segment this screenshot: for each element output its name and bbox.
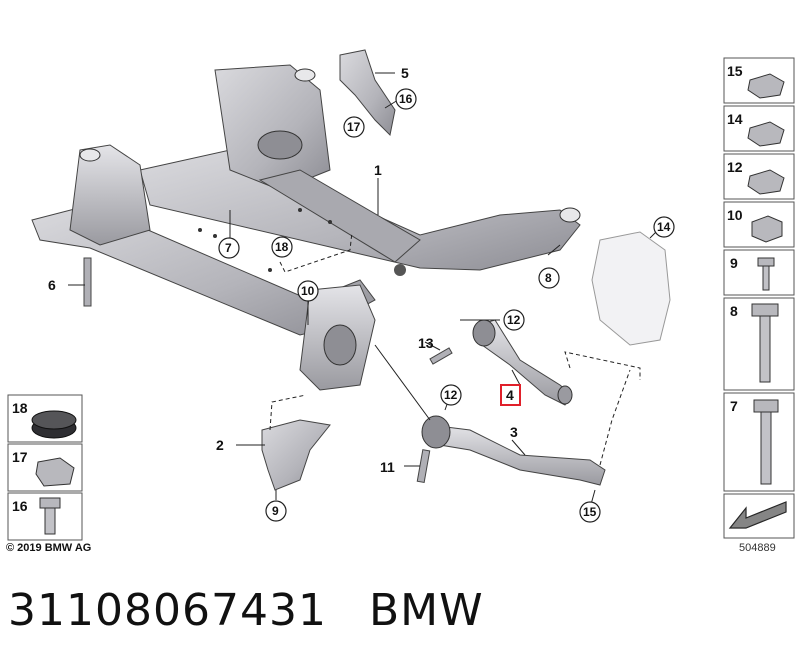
- hardware-label-15: 15: [727, 63, 743, 79]
- control-arm-part-3: [429, 424, 606, 486]
- callout-15: 15: [583, 505, 597, 519]
- shield-part-5: [339, 49, 396, 137]
- callout-3: 3: [510, 424, 518, 440]
- hardware-label-14: 14: [727, 111, 743, 127]
- callout-6: 6: [48, 277, 56, 293]
- part-number: 31108067431: [8, 585, 327, 636]
- callout-10: 10: [301, 284, 315, 298]
- hardware-label-18: 18: [12, 400, 28, 416]
- leader-lines: [68, 72, 661, 509]
- callout-7: 7: [225, 241, 232, 255]
- hardware-label-12: 12: [727, 159, 743, 175]
- callout-13: 13: [418, 335, 434, 351]
- callout-16: 16: [399, 92, 413, 106]
- hardware-label-7: 7: [730, 398, 738, 414]
- circled-callouts: [218, 88, 675, 523]
- hardware-label-9: 9: [730, 255, 738, 271]
- highlight-box-part-4: [500, 384, 521, 406]
- dashed-lines: [269, 231, 641, 466]
- callout-5: 5: [401, 65, 409, 81]
- exploded-parts-diagram: 5 1 6 2 3 4 11 13 16 17 7 18 8 10 14 12 …: [7, 49, 795, 541]
- brand-name: BMW: [368, 585, 484, 636]
- hardware-label-16: 16: [12, 498, 28, 514]
- callout-12-upper: 12: [507, 313, 521, 327]
- callout-18: 18: [275, 240, 289, 254]
- hardware-label-10: 10: [727, 207, 743, 223]
- left-hardware-column: [7, 394, 83, 541]
- knuckle-part-14: [591, 231, 671, 346]
- callout-2: 2: [216, 437, 224, 453]
- callout-14: 14: [657, 220, 671, 234]
- hardware-label-17: 17: [12, 449, 28, 465]
- callout-17: 17: [347, 120, 361, 134]
- diagram-reference-number: 504889: [739, 542, 776, 554]
- callout-11: 11: [380, 459, 395, 475]
- callout-4: 4: [506, 387, 514, 403]
- right-hardware-column: [723, 57, 795, 539]
- callout-12-lower: 12: [444, 388, 458, 402]
- bracket-part-2: [261, 419, 331, 491]
- part-number-footer: 31108067431 BMW: [8, 585, 484, 636]
- subframe-part-1: [31, 64, 581, 391]
- callout-9: 9: [272, 504, 279, 518]
- hardware-label-8: 8: [730, 303, 738, 319]
- callout-8: 8: [545, 271, 552, 285]
- callout-1: 1: [374, 162, 382, 178]
- copyright-text: © 2019 BMW AG: [6, 542, 92, 554]
- bolts: [83, 257, 453, 484]
